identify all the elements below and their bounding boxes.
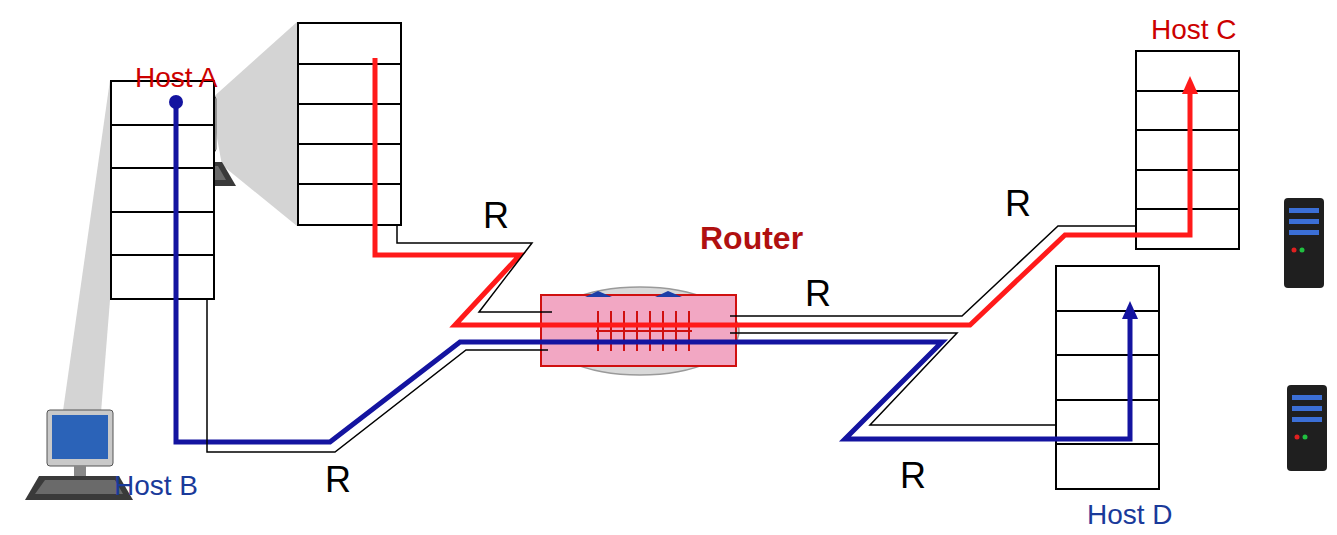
protocol-stack: Host B [110, 80, 215, 300]
host-label: Host B [114, 470, 198, 502]
server-light [1300, 248, 1305, 253]
access-link [730, 226, 1135, 316]
laptop-monitor [47, 410, 113, 466]
flow-path [169, 95, 1138, 442]
flow-source-dot [169, 95, 183, 109]
queue-mark [655, 291, 682, 297]
host-label: Host D [1087, 499, 1173, 531]
fabric-port [636, 311, 638, 351]
stack-layer-line [299, 103, 400, 105]
server-bay [1292, 417, 1322, 422]
access-link-line [730, 226, 1135, 316]
stack-layer-line [112, 254, 213, 256]
stack-layer-line [299, 143, 400, 145]
fabric-port [688, 311, 690, 351]
stack-layer-line [112, 124, 213, 126]
fabric-port [649, 311, 651, 351]
server-case [1284, 198, 1324, 288]
laptop-keys [35, 480, 123, 494]
flow-path-line [176, 102, 1130, 442]
access-link [207, 300, 548, 452]
router-label: Router [700, 220, 803, 257]
fabric-port [675, 311, 677, 351]
server-bay [1289, 208, 1319, 213]
flow-path-line [375, 58, 1190, 325]
access-link-line [397, 226, 552, 312]
protocol-stack: Host A [297, 22, 402, 226]
fabric-port [662, 311, 664, 351]
callout-wedge [62, 80, 110, 425]
link-rate: R [805, 276, 831, 312]
stack-layer-line [299, 63, 400, 65]
server-bay [1292, 395, 1322, 400]
stack-layer-line [112, 211, 213, 213]
access-link-line [207, 300, 548, 452]
access-link [397, 226, 552, 312]
stack-layer-line [299, 183, 400, 185]
server-case [1287, 385, 1327, 471]
host-label: Host C [1151, 14, 1237, 46]
arrowhead [1182, 76, 1198, 94]
router-shape [540, 286, 740, 376]
link-rate: R [900, 458, 926, 494]
link-rate: R [1005, 186, 1031, 222]
server-icon [1287, 385, 1327, 471]
stack-layer-line [1057, 310, 1158, 312]
access-link-line [730, 333, 1055, 425]
server-light [1303, 435, 1308, 440]
stack-layer-line [1057, 354, 1158, 356]
link-rate: R [483, 198, 509, 234]
stack-layer-line [1057, 443, 1158, 445]
stack-layer-line [112, 167, 213, 169]
server-bay [1289, 219, 1319, 224]
server-bay [1292, 406, 1322, 411]
switch-fabric [541, 295, 736, 366]
stack-layer-line [1057, 399, 1158, 401]
protocol-stack: Host D [1055, 265, 1160, 490]
laptop-screen [52, 415, 108, 459]
router-body [541, 287, 739, 375]
callout-wedge [210, 22, 297, 226]
link-rate: R [325, 462, 351, 498]
server-bay [1289, 230, 1319, 235]
fabric-port [610, 311, 612, 351]
router: Router [540, 286, 740, 376]
server-icon [1284, 198, 1324, 288]
laptop-hinge [74, 466, 86, 476]
arrowhead [1122, 301, 1138, 319]
server-light [1295, 435, 1300, 440]
host-label: Host A [135, 62, 217, 94]
flow-path [375, 58, 1198, 325]
access-link [730, 333, 1055, 425]
queue-mark [585, 291, 612, 297]
fabric-port [623, 311, 625, 351]
server-light [1292, 248, 1297, 253]
fabric-port [597, 311, 599, 351]
